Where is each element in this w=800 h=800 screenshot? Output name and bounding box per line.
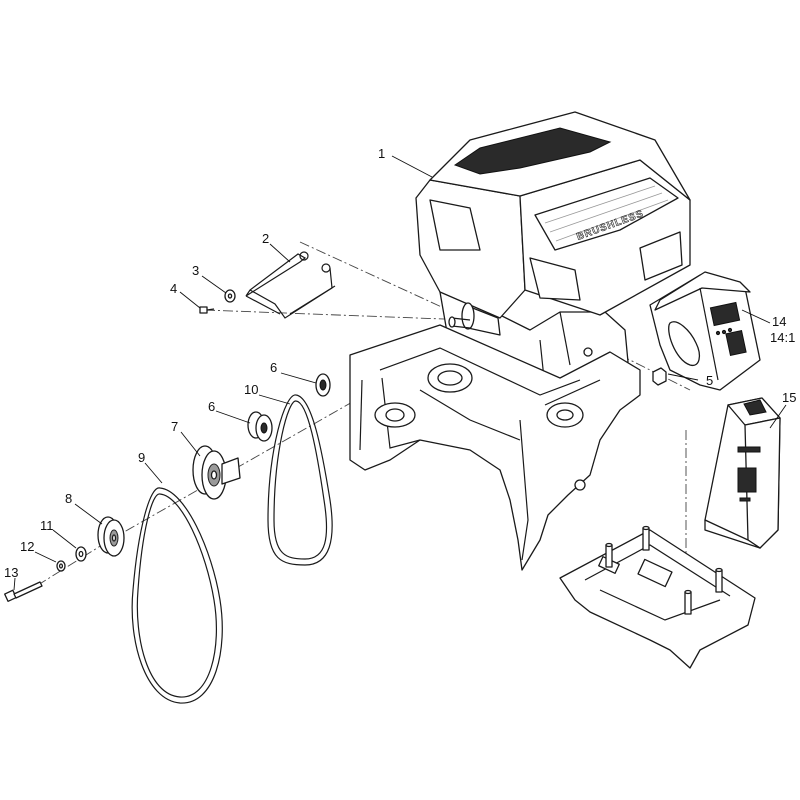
chassis-frame [349,324,641,571]
base-mount-plate [559,525,756,669]
drive-belt-part-10 [267,394,333,566]
callout-12: 12 [20,539,34,554]
callout-10: 10 [244,382,258,397]
washer-part-11 [75,546,87,562]
drive-belt-part-9 [131,487,223,704]
callout-7: 7 [171,419,178,434]
battery-pack-part-14 [649,271,761,391]
bolt-part-4 [199,306,215,314]
callout-2: 2 [262,231,269,246]
callout-5: 5 [706,373,713,388]
callout-3: 3 [192,263,199,278]
bail-bracket-part-2 [245,251,336,319]
nut-part-5 [652,367,667,386]
callout-15: 15 [782,390,796,405]
bearing-part-6-lower [247,411,273,442]
battery-charger-part-15 [704,397,781,549]
bearing-part-6-upper [315,373,331,397]
callout-9: 9 [138,450,145,465]
callout-6-lower: 6 [208,399,215,414]
bolt-part-13 [4,581,43,602]
callout-4: 4 [170,281,177,296]
washer-part-3 [224,289,236,303]
drive-pulley-part-7 [192,445,241,500]
callout-14-1: 14:1 [770,330,795,345]
callout-numbers: 1 2 3 4 5 6 6 7 8 9 10 11 12 13 14 14:1 … [4,146,796,580]
callout-8: 8 [65,491,72,506]
lock-washer-part-12 [56,560,66,572]
callout-13: 13 [4,565,18,580]
callout-1: 1 [378,146,385,161]
callout-14: 14 [772,314,786,329]
callout-11: 11 [40,518,54,533]
callout-6-upper: 6 [270,360,277,375]
idler-pulley-part-8 [97,516,125,557]
plate-studs [605,525,723,615]
callout-leaders [13,155,787,591]
